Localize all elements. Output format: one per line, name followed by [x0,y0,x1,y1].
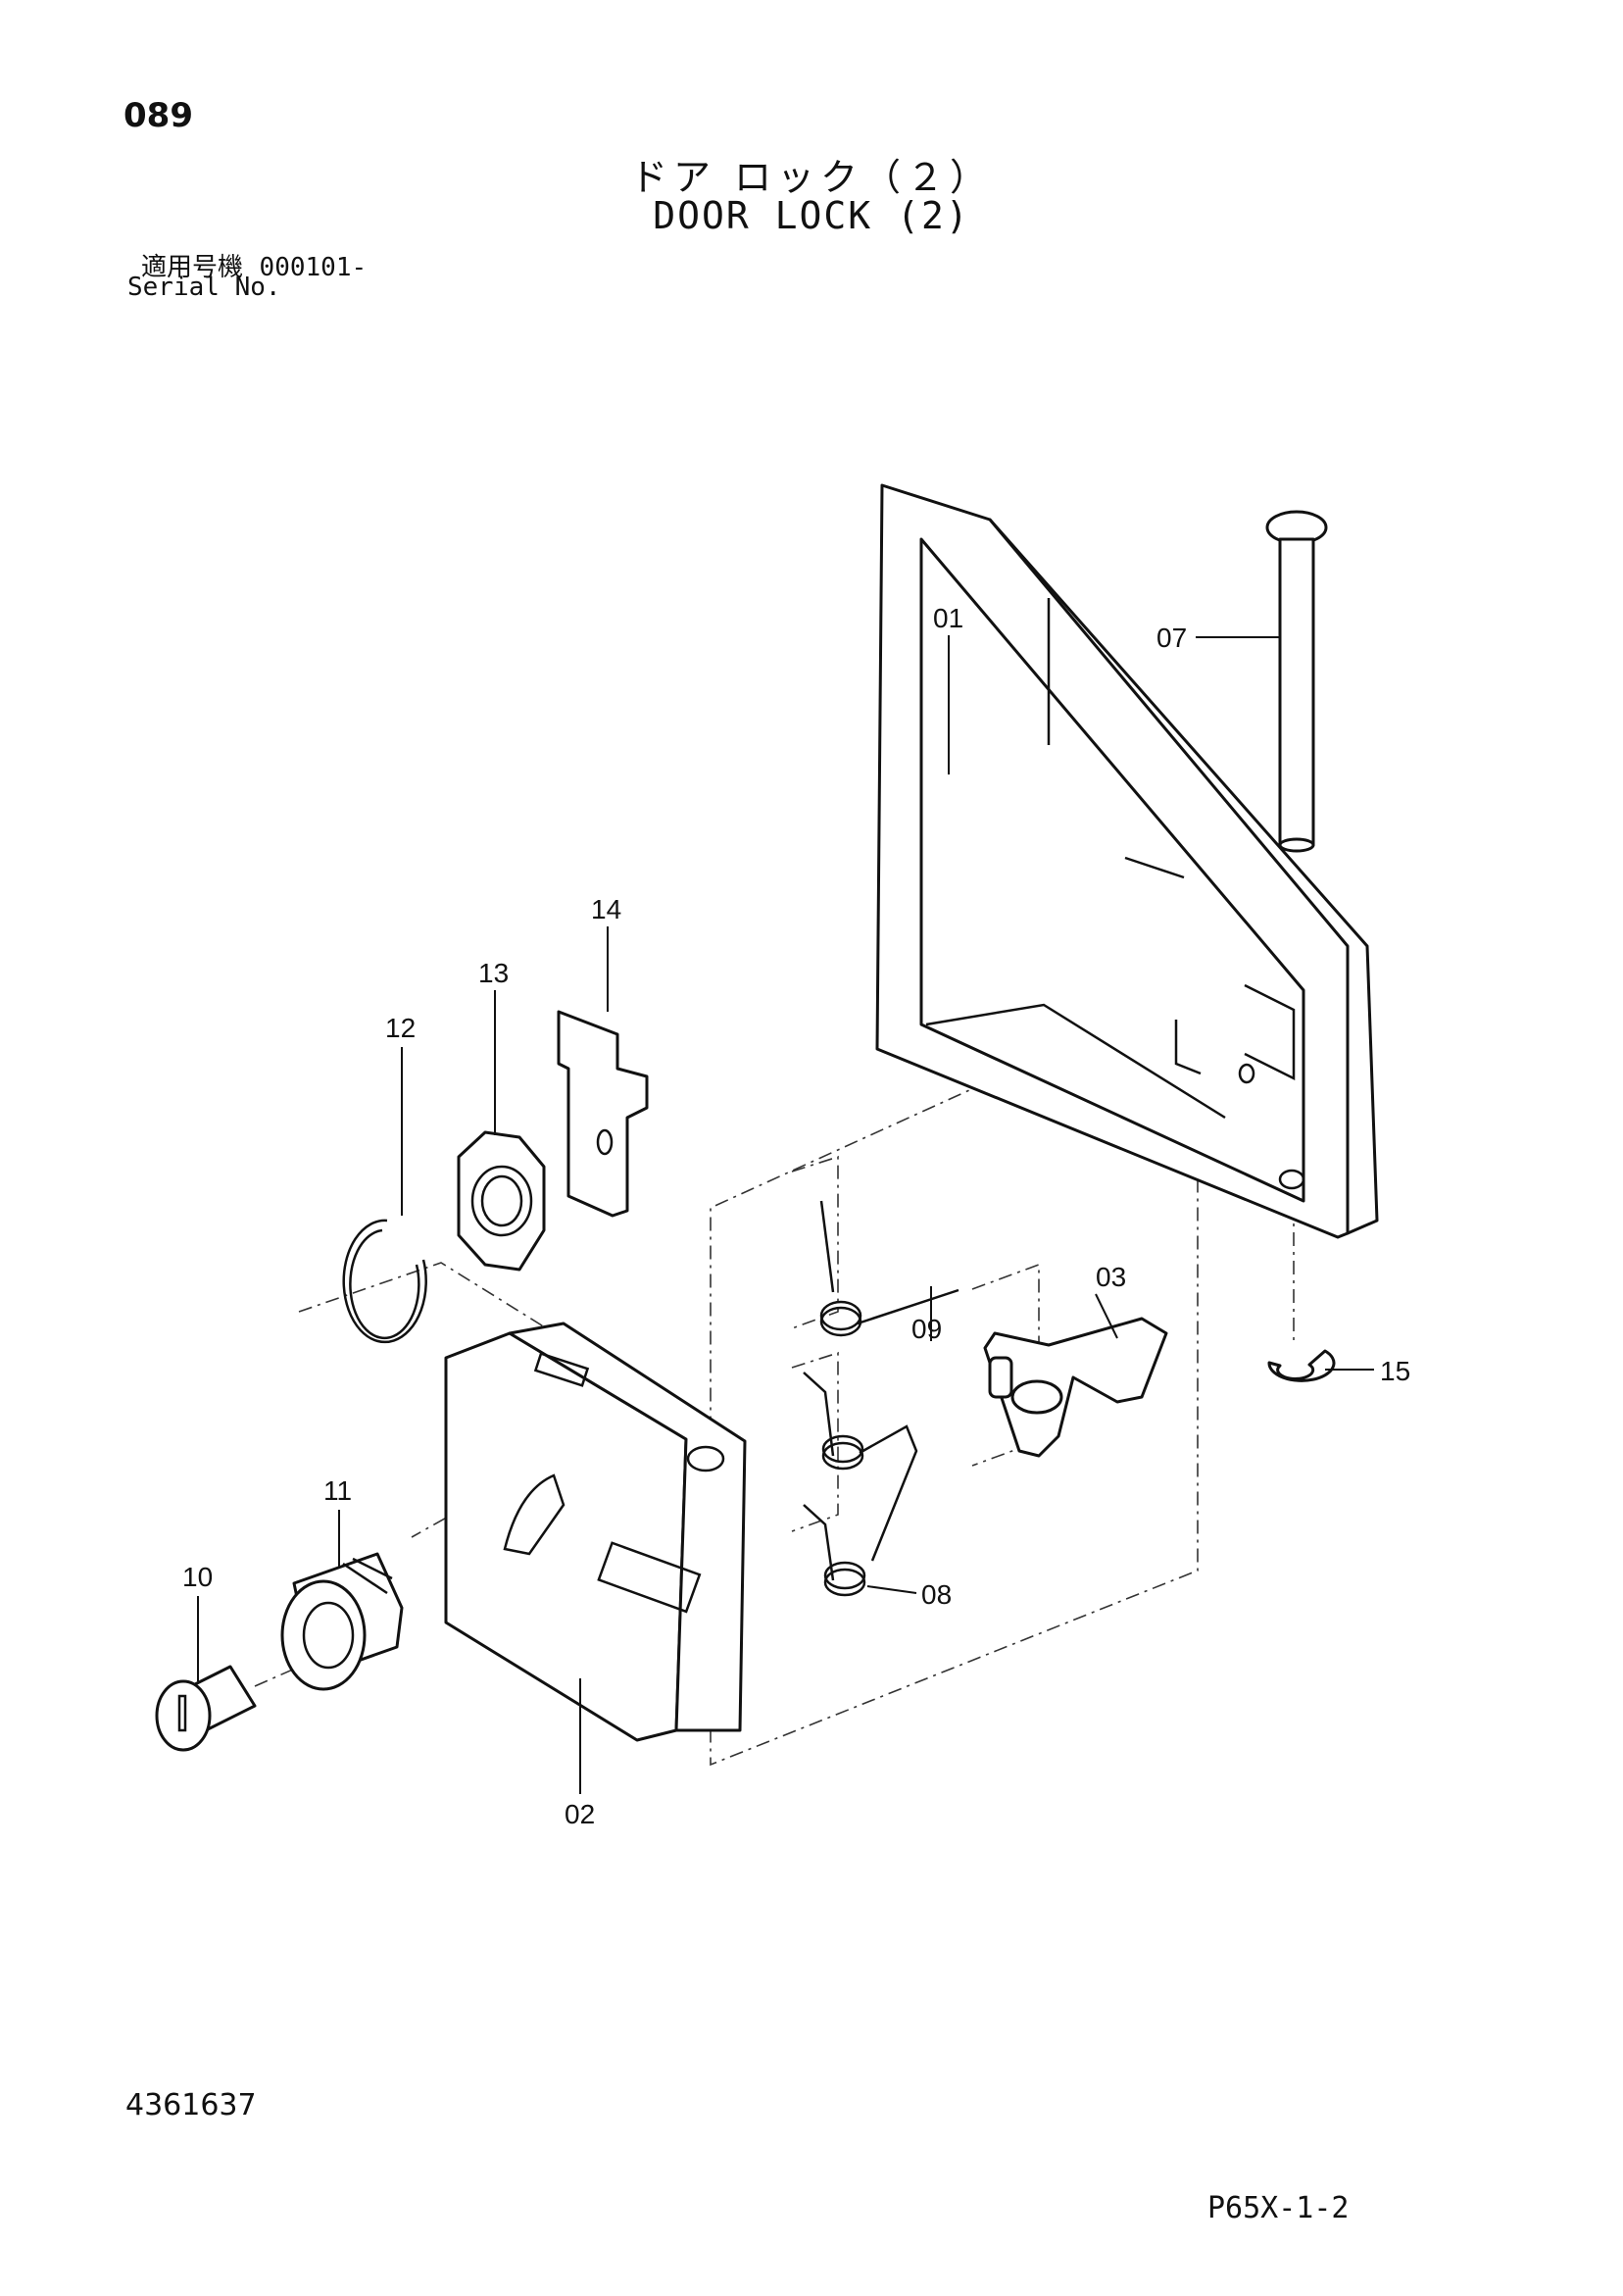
callout-01: 01 [933,603,963,633]
part-14-plate [557,1010,649,1218]
serial-label-jp: 適用号機 [141,253,244,282]
part-10-key-cylinder [155,1665,257,1752]
part-11-cylinder-housing [280,1552,404,1691]
serial-line-jp: 適用号機 000101- [141,247,367,283]
callout-leaders [197,635,1374,1794]
callout-03: 03 [1096,1262,1126,1292]
part-01-handle-housing [875,483,1379,1239]
page-title-jp: ドア ロック（２） [629,156,994,199]
callout-12: 12 [385,1013,416,1043]
part-13-nut [457,1130,546,1272]
serial-value: 000101- [259,253,368,282]
document-number: 4361637 [125,2088,257,2122]
page-number: 089 [123,96,193,135]
callout-10: 10 [182,1562,213,1592]
callout-08: 08 [921,1579,952,1610]
callout-15: 15 [1380,1356,1410,1386]
part-12-snap-ring [342,1219,427,1344]
serial-label-en: Serial No. [127,273,281,302]
callout-07: 07 [1156,623,1187,653]
part-15-retaining-clip [1267,1349,1336,1382]
part-08-springs [803,1372,918,1597]
callout-09: 09 [911,1314,942,1344]
part-07-pin [1265,510,1328,853]
part-03-lever [983,1317,1168,1458]
callout-02: 02 [565,1799,595,1829]
part-02-lock-body [444,1322,747,1742]
sheet-code: P65X-1-2 [1207,2191,1350,2225]
page-title-en: DOOR LOCK (2) [653,194,970,237]
callout-14: 14 [591,894,621,924]
callout-11: 11 [323,1475,352,1506]
callout-13: 13 [478,958,509,988]
part-09-torsion-spring [819,1200,959,1337]
